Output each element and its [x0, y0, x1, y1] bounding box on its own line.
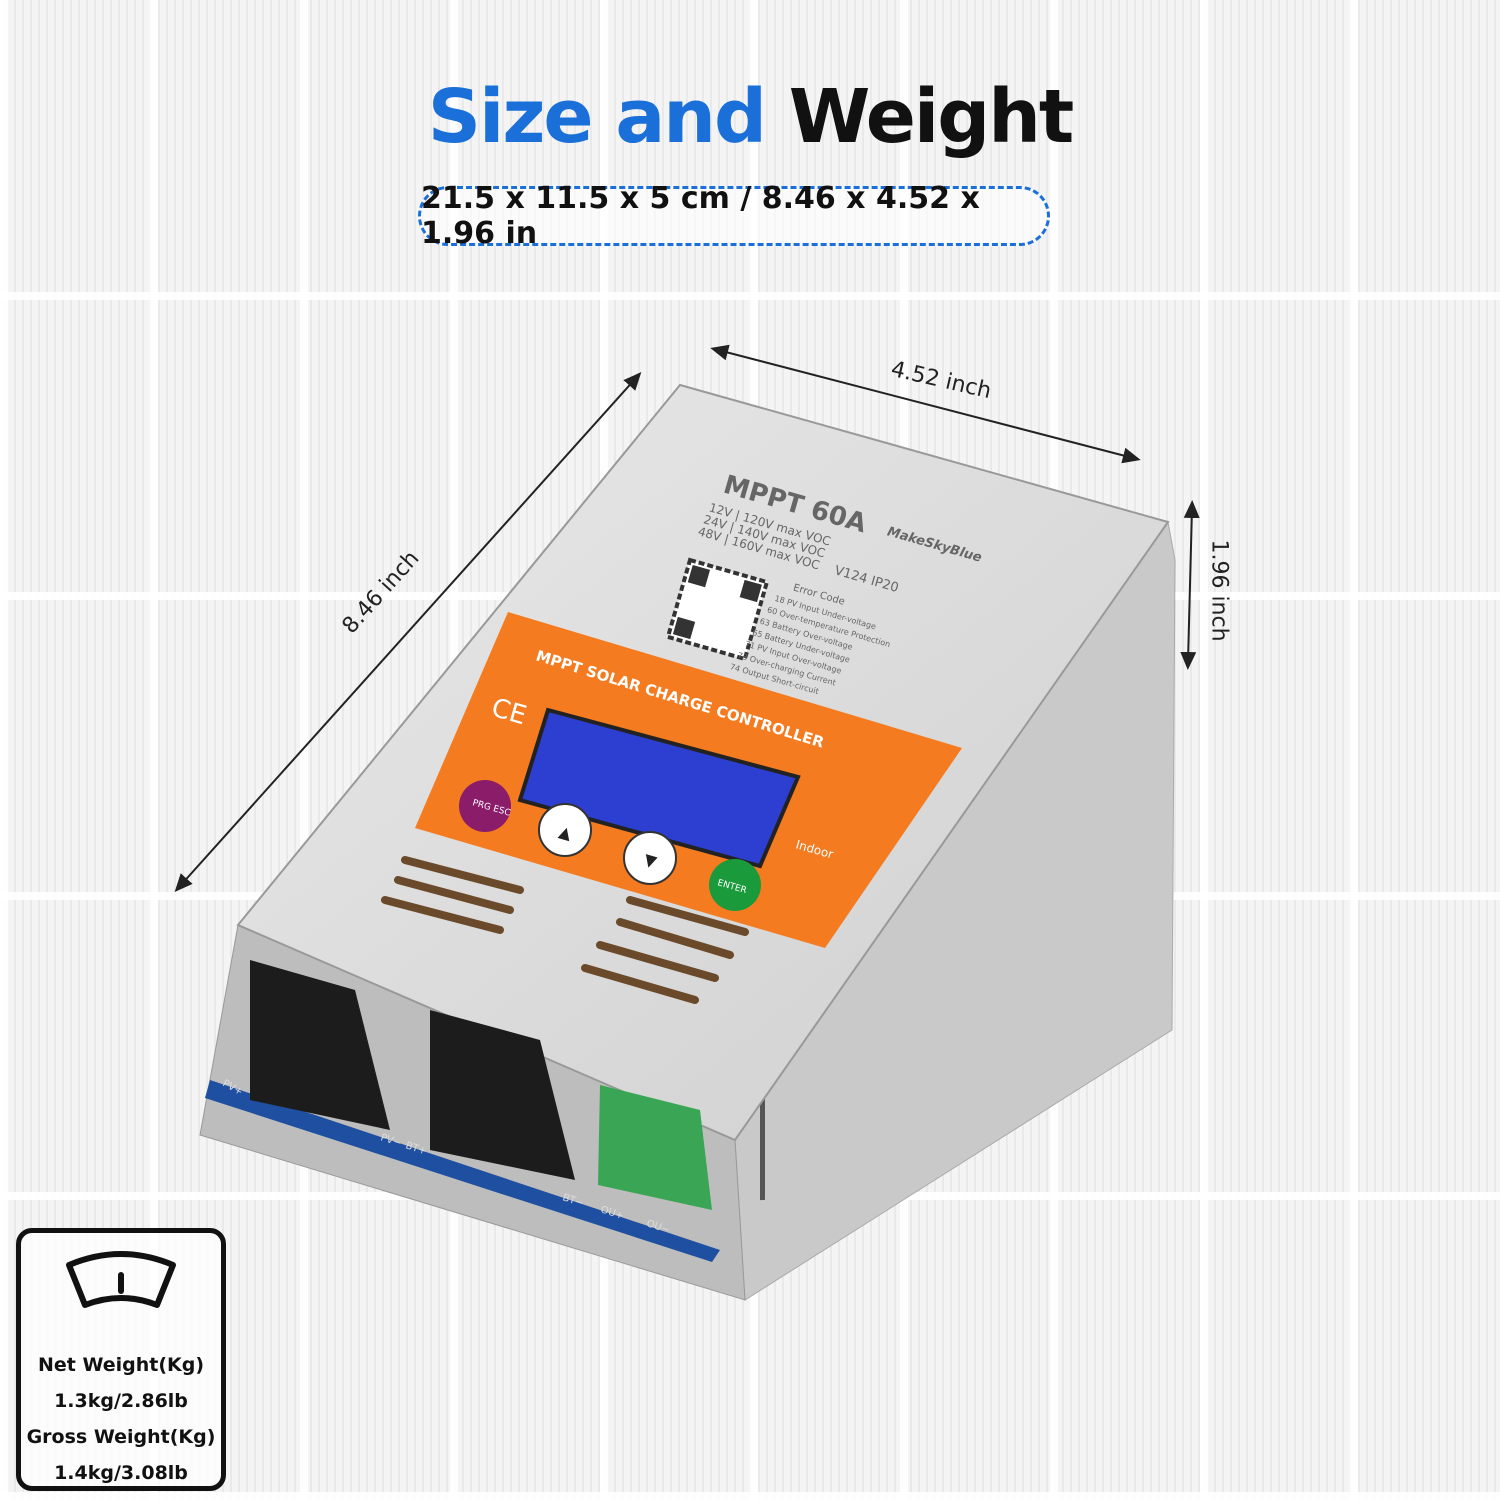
gross-weight-label: Gross Weight(Kg): [26, 1426, 216, 1448]
esc-button[interactable]: [459, 780, 511, 832]
dimensions-badge: 21.5 x 11.5 x 5 cm / 8.46 x 4.52 x 1.96 …: [418, 181, 1050, 251]
net-weight-label: Net Weight(Kg): [37, 1354, 205, 1376]
vent-slots: [760, 1079, 765, 1201]
page-title: Size and Weight: [427, 74, 1075, 160]
down-label: ▼: [642, 850, 660, 872]
qr-code: [665, 557, 770, 662]
weight-box: Net Weight(Kg) 1.3kg/2.86lb Gross Weight…: [16, 1228, 226, 1491]
net-weight-value: 1.3kg/2.86lb: [54, 1390, 188, 1412]
down-button[interactable]: [623, 831, 677, 885]
lcd-screen: [517, 707, 801, 869]
circuit-board: [205, 1080, 720, 1262]
enter-button[interactable]: [709, 859, 761, 911]
terminal-blocks: [250, 960, 712, 1210]
length-arrow: [174, 372, 642, 892]
up-button[interactable]: [538, 803, 592, 857]
width-arrow: [710, 344, 1141, 464]
top-vents: [381, 856, 749, 1004]
up-label: ▲: [557, 822, 575, 844]
height-label: 1.96 inch: [1206, 539, 1232, 642]
gross-weight-value: 1.4kg/3.08lb: [54, 1462, 188, 1484]
scale-icon: [66, 1251, 176, 1308]
height-arrow: [1180, 500, 1200, 670]
